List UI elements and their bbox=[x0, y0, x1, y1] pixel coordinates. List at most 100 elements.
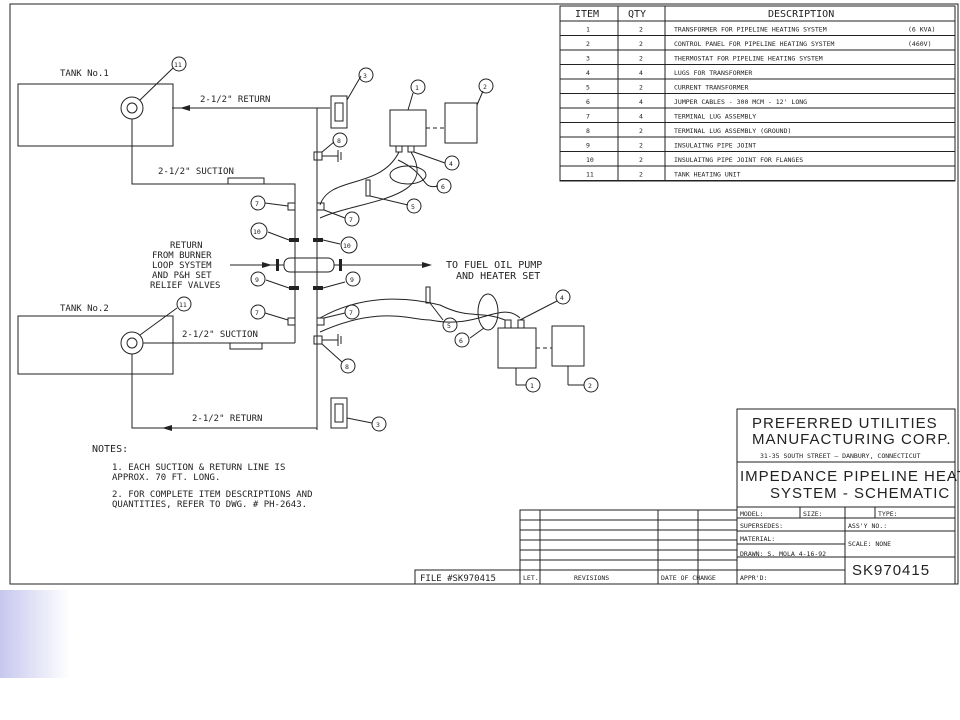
callout-1-bottom: 1 bbox=[530, 382, 534, 390]
table-cell-desc: LUGS FOR TRANSFORMER bbox=[674, 69, 752, 77]
suction-label-bottom: 2-1/2" SUCTION bbox=[182, 330, 258, 340]
table-cell-item: 1 bbox=[586, 26, 590, 34]
table-cell-qty: 4 bbox=[639, 98, 643, 106]
callout-1-top: 1 bbox=[415, 84, 419, 92]
table-cell-item: 8 bbox=[586, 127, 590, 135]
note-2-line-2: QUANTITIES, REFER TO DWG. # PH-2643. bbox=[112, 500, 307, 510]
company-address: 31-35 SOUTH STREET — DANBURY, CONNECTICU… bbox=[760, 452, 921, 460]
field-assy: ASS'Y NO.: bbox=[848, 522, 887, 530]
callout-8-bottom: 8 bbox=[345, 363, 349, 371]
callout-8-top: 8 bbox=[337, 137, 341, 145]
callout-3-bottom: 3 bbox=[376, 421, 380, 429]
tank-1: TANK No.1 bbox=[17, 69, 174, 147]
table-cell-desc: TERMINAL LUG ASSEMBLY bbox=[674, 113, 756, 121]
table-cell-desc: TERMINAL LUG ASSEMBLY (GROUND) bbox=[674, 127, 791, 135]
company-line-1: PREFERRED UTILITIES bbox=[752, 415, 938, 432]
field-drawn: DRAWN: S. MOLA 4-16-92 bbox=[740, 550, 826, 558]
table-cell-desc: CURRENT TRANSFORMER bbox=[674, 84, 748, 92]
callout-5-top: 5 bbox=[411, 203, 415, 211]
return-label-top: 2-1/2" RETURN bbox=[200, 95, 270, 105]
callout-9-r: 9 bbox=[350, 276, 354, 284]
table-cell-item: 7 bbox=[586, 113, 590, 121]
return-from-line-4: RELIEF VALVES bbox=[150, 281, 220, 291]
table-cell-item: 3 bbox=[586, 55, 590, 63]
company-line-2: MANUFACTURING CORP. bbox=[752, 431, 952, 448]
table-cell-qty: 4 bbox=[639, 69, 643, 77]
table-cell-item: 9 bbox=[586, 142, 590, 150]
table-cell-qty: 2 bbox=[639, 55, 643, 63]
note-1-line-2: APPROX. 70 FT. LONG. bbox=[112, 473, 220, 483]
table-cell-item: 2 bbox=[586, 40, 590, 48]
return-from-line-2: LOOP SYSTEM bbox=[152, 261, 212, 271]
callout-6-bottom: 6 bbox=[459, 337, 463, 345]
callout-7-l1: 7 bbox=[255, 200, 259, 208]
callout-10-r: 10 bbox=[343, 242, 351, 250]
return-from-line-3: AND P&H SET bbox=[152, 271, 212, 281]
field-size: SIZE: bbox=[803, 510, 823, 518]
table-cell-item: 11 bbox=[586, 171, 594, 179]
table-cell-desc: THERMOSTAT FOR PIPELINE HEATING SYSTEM bbox=[674, 55, 823, 63]
to-fuel-line-1: AND HEATER SET bbox=[456, 271, 540, 282]
notes-heading: NOTES: bbox=[92, 444, 128, 455]
table-cell-item: 5 bbox=[586, 84, 590, 92]
table-cell-desc: INSULAITNG PIPE JOINT bbox=[674, 142, 756, 150]
tank-2-label: TANK No.2 bbox=[60, 304, 109, 314]
field-apprd: APPR'D: bbox=[740, 574, 767, 582]
suction-label-top: 2-1/2" SUCTION bbox=[158, 167, 234, 177]
file-label: FILE #SK970415 bbox=[420, 574, 496, 584]
field-model: MODEL: bbox=[740, 510, 763, 518]
table-cell-qty: 2 bbox=[639, 142, 643, 150]
callout-7-l2: 7 bbox=[255, 309, 259, 317]
return-from-line-1: FROM BURNER bbox=[152, 251, 212, 261]
callout-2-bottom: 2 bbox=[588, 382, 592, 390]
drawing-title-1: IMPEDANCE PIPELINE HEATING bbox=[740, 468, 960, 485]
table-cell-qty: 2 bbox=[639, 156, 643, 164]
table-cell-desc: JUMPER CABLES - 300 MCM - 12' LONG bbox=[674, 98, 807, 106]
table-cell-note: (6 KVA) bbox=[908, 26, 935, 34]
table-cell-qty: 2 bbox=[639, 171, 643, 179]
return-label-bottom: 2-1/2" RETURN bbox=[192, 414, 262, 424]
callout-4-top: 4 bbox=[449, 160, 453, 168]
callout-11-tank1: 11 bbox=[174, 61, 182, 69]
callout-3-top: 3 bbox=[363, 72, 367, 80]
note-2-line-1: 2. FOR COMPLETE ITEM DESCRIPTIONS AND bbox=[112, 490, 312, 500]
note-1-line-1: 1. EACH SUCTION & RETURN LINE IS bbox=[112, 463, 285, 473]
table-header-desc: DESCRIPTION bbox=[768, 9, 834, 20]
table-cell-desc: CONTROL PANEL FOR PIPELINE HEATING SYSTE… bbox=[674, 40, 835, 48]
table-cell-qty: 2 bbox=[639, 84, 643, 92]
table-cell-item: 6 bbox=[586, 98, 590, 106]
field-type: TYPE: bbox=[878, 510, 898, 518]
callout-10-l: 10 bbox=[253, 228, 261, 236]
rev-col-letter: LET. bbox=[523, 574, 539, 582]
callout-4-bottom: 4 bbox=[560, 294, 564, 302]
tank-1-label: TANK No.1 bbox=[60, 69, 109, 79]
field-scale: SCALE: NONE bbox=[848, 540, 891, 548]
callout-11-tank2: 11 bbox=[179, 301, 187, 309]
title-block: PREFERRED UTILITIES MANUFACTURING CORP. … bbox=[736, 408, 960, 585]
revisions-block: LET. REVISIONS DATE OF CHANGE bbox=[519, 509, 738, 585]
table-cell-qty: 4 bbox=[639, 113, 643, 121]
table-cell-item: 4 bbox=[586, 69, 590, 77]
callout-9-l: 9 bbox=[255, 276, 259, 284]
callout-5-bottom: 5 bbox=[447, 322, 451, 330]
drawing-title-2: SYSTEM - SCHEMATIC bbox=[770, 485, 950, 502]
slide-accent bbox=[0, 590, 70, 678]
drawing-number: SK970415 bbox=[852, 562, 930, 579]
table-cell-qty: 2 bbox=[639, 40, 643, 48]
table-cell-desc: TANK HEATING UNIT bbox=[674, 171, 741, 179]
table-cell-desc: TRANSFORMER FOR PIPELINE HEATING SYSTEM bbox=[674, 26, 827, 34]
table-cell-qty: 2 bbox=[639, 127, 643, 135]
tank-2: TANK No.2 bbox=[17, 304, 174, 375]
callout-2-top: 2 bbox=[483, 83, 487, 91]
rev-col-revisions: REVISIONS bbox=[574, 574, 609, 582]
table-cell-desc: INSULAITNG PIPE JOINT FOR FLANGES bbox=[674, 156, 803, 164]
table-cell-note: (460V) bbox=[908, 40, 931, 48]
field-material: MATERIAL: bbox=[740, 535, 775, 543]
rev-col-date: DATE OF CHANGE bbox=[661, 574, 716, 582]
table-cell-qty: 2 bbox=[639, 26, 643, 34]
callout-7-r1: 7 bbox=[349, 216, 353, 224]
table-cell-item: 10 bbox=[586, 156, 594, 164]
field-supersedes: SUPERSEDES: bbox=[740, 522, 783, 530]
